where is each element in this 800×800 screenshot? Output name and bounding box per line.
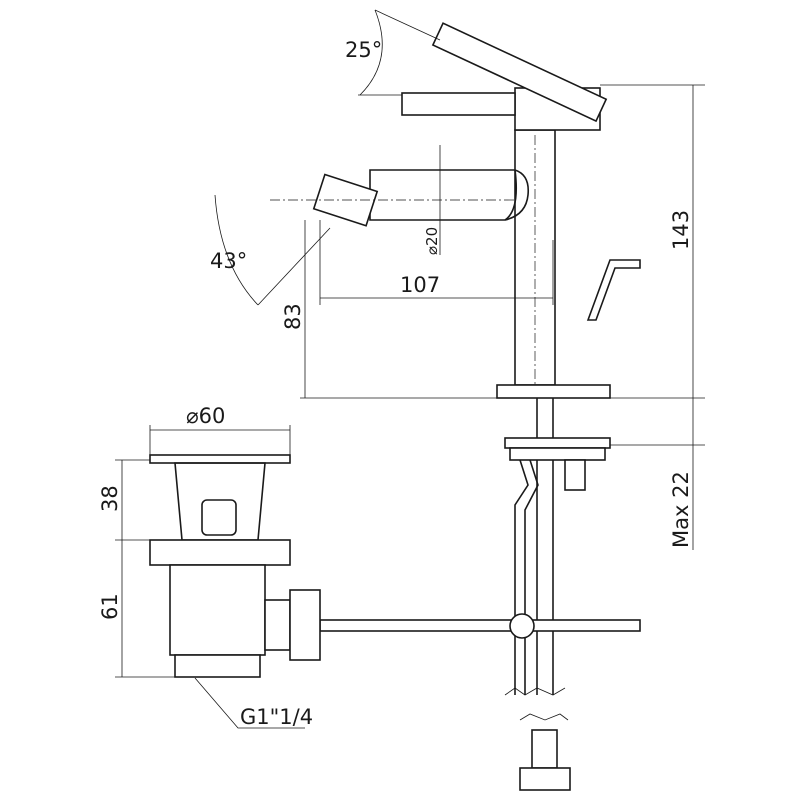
lift-rod-handle (586, 259, 641, 321)
spout-height-label: 83 (281, 303, 305, 330)
spout-angle-label: 43° (210, 249, 247, 273)
mounting-parts (319, 398, 641, 791)
lever-angle-label: 25° (345, 38, 382, 62)
spout (270, 145, 530, 255)
spout-diameter-label: ⌀20 (423, 227, 441, 255)
dimension-lines (115, 9, 705, 729)
waste-diameter-label: ⌀60 (186, 404, 225, 428)
waste-thread-label: G1"1/4 (240, 705, 313, 729)
waste-fitting (149, 454, 321, 678)
max-deck-label: Max 22 (669, 471, 693, 548)
waste-top-height-label: 38 (98, 485, 122, 512)
waste-body-height-label: 61 (98, 593, 122, 620)
faucet-body (401, 22, 611, 400)
total-height-label: 143 (669, 210, 693, 250)
spout-reach-label: 107 (400, 273, 440, 297)
